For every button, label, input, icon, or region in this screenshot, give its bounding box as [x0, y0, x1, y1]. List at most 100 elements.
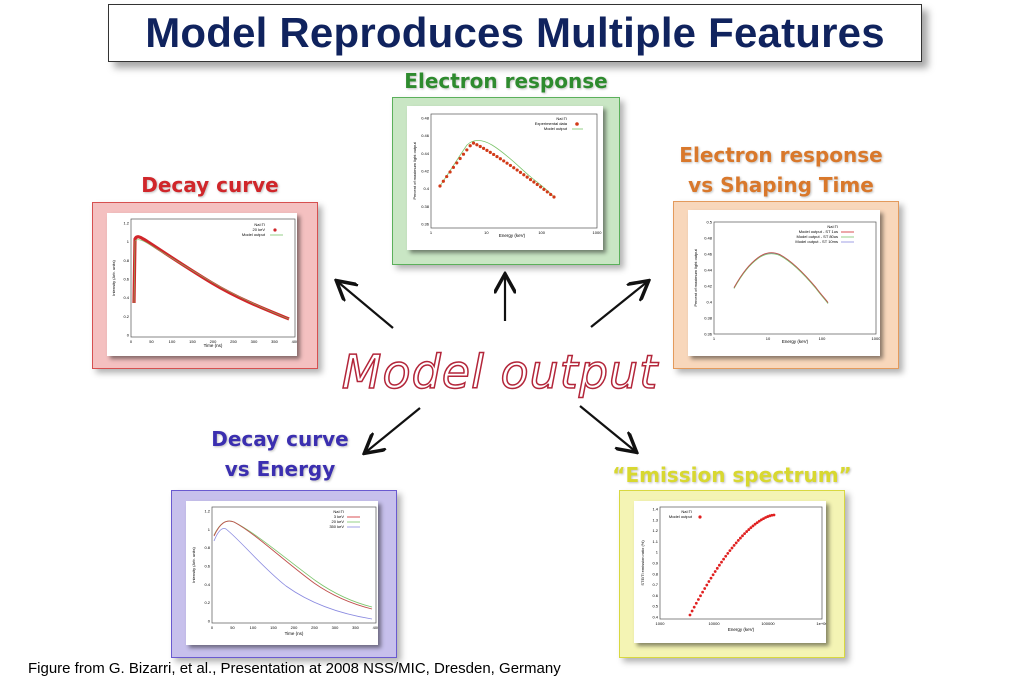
legend-series-3: 350 keV [329, 524, 344, 529]
x-tick-label: 10 [766, 336, 771, 341]
shaping-time-heading-line2: vs Shaping Time [688, 173, 874, 197]
y-tick-label: 1.2 [204, 509, 210, 514]
y-tick-label: 1 [656, 550, 659, 555]
data-point [458, 156, 462, 161]
data-point [528, 177, 533, 182]
y-axis-label: STE/Tl emission ratio (%) [640, 540, 645, 586]
data-point [743, 532, 746, 536]
legend-title: NaI:Tl [333, 509, 344, 514]
y-tick-label: 0.42 [704, 284, 713, 289]
x-tick-label: 1 [713, 336, 716, 341]
data-point [751, 524, 755, 528]
data-point [755, 521, 759, 525]
data-point [512, 166, 516, 170]
data-point [720, 560, 723, 564]
y-tick-label: 0.4 [652, 615, 658, 620]
data-point [739, 536, 742, 540]
x-tick-label: 10 [484, 230, 489, 235]
data-point [475, 143, 479, 147]
y-tick-label: 0.4 [204, 582, 210, 587]
x-tick-label: 400 [373, 625, 378, 630]
x-tick-label: 100 [819, 336, 826, 341]
y-tick-label: 1 [208, 527, 211, 532]
legend-series-3: Model output - ST 10ms [795, 239, 838, 244]
data-point [535, 182, 539, 187]
data-point [445, 174, 449, 179]
x-tick-label: 100000 [761, 621, 775, 626]
data-point [736, 539, 740, 542]
data-point [461, 152, 466, 156]
data-point [703, 587, 707, 590]
y-tick-label: 0.8 [204, 545, 210, 550]
data-point [732, 543, 736, 547]
data-point [747, 528, 751, 531]
y-tick-label: 0 [127, 333, 130, 338]
y-axis-label: Intensity (Arb. units) [111, 260, 116, 296]
model-output-label: Model output [341, 344, 659, 400]
legend-marker [575, 122, 579, 126]
data-point [749, 526, 753, 530]
x-tick-label: 1000 [872, 336, 880, 341]
emission-model-points [688, 513, 776, 617]
data-point [770, 513, 774, 517]
x-tick-label: 1e+06 [816, 621, 826, 626]
y-tick-label: 1 [127, 239, 130, 244]
x-tick-label: 300 [332, 625, 339, 630]
data-point [701, 590, 704, 594]
x-tick-label: 300 [251, 339, 258, 344]
data-point [542, 187, 546, 192]
data-point [762, 517, 765, 520]
y-tick-label: 0.44 [704, 268, 713, 273]
legend-title: NaI:Tl [556, 116, 567, 121]
y-tick-label: 0.4 [423, 186, 429, 191]
data-point [760, 518, 763, 522]
y-axis-label: Percent of maximum light output [693, 248, 698, 306]
y-tick-label: 0.46 [704, 252, 713, 257]
figure-caption: Figure from G. Bizarri, et al., Presenta… [28, 660, 561, 677]
data-point [697, 598, 700, 601]
data-point [441, 179, 445, 183]
y-tick-label: 0.48 [704, 236, 713, 241]
legend-series-data: 20 keV [253, 227, 266, 232]
x-axis-label: Energy (keV) [782, 339, 809, 344]
plot-frame [130, 218, 296, 338]
y-tick-label: 0.44 [421, 151, 430, 156]
data-point [549, 192, 553, 197]
x-tick-label: 100 [538, 230, 545, 235]
data-point [455, 161, 459, 165]
data-point [741, 534, 744, 538]
data-point [707, 580, 711, 583]
data-point [522, 173, 526, 177]
data-point [468, 144, 472, 148]
data-point [518, 170, 523, 174]
x-axis-label: Energy (keV) [728, 627, 755, 632]
legend-series-model: Model output [242, 232, 266, 237]
data-point [538, 185, 543, 189]
x-tick-label: 250 [311, 625, 318, 630]
data-point [757, 519, 761, 523]
data-point [726, 552, 730, 555]
x-axis-label: Time (ns) [285, 631, 304, 636]
data-point [492, 152, 496, 157]
decay-vs-energy-heading: Decay curve vs Energy [170, 424, 390, 484]
data-point [694, 601, 698, 605]
data-point [488, 150, 492, 154]
x-tick-label: 100 [169, 339, 176, 344]
data-point [485, 148, 489, 152]
y-tick-label: 0.5 [652, 604, 658, 609]
model-output-line [439, 140, 555, 198]
y-tick-label: 0.8 [652, 571, 658, 576]
electron-response-heading: Electron response [404, 69, 608, 93]
plot-frame [211, 506, 377, 624]
data-point [730, 546, 734, 550]
legend-series-data: Experimental data [535, 121, 568, 126]
y-axis-label: Intensity (Arb. units) [191, 547, 196, 583]
decay-20kev-curve [213, 520, 373, 610]
chart-legend: NaI:Tl Model output - ST 1us Model outpu… [795, 224, 854, 244]
y-tick-label: 0.36 [421, 222, 430, 227]
